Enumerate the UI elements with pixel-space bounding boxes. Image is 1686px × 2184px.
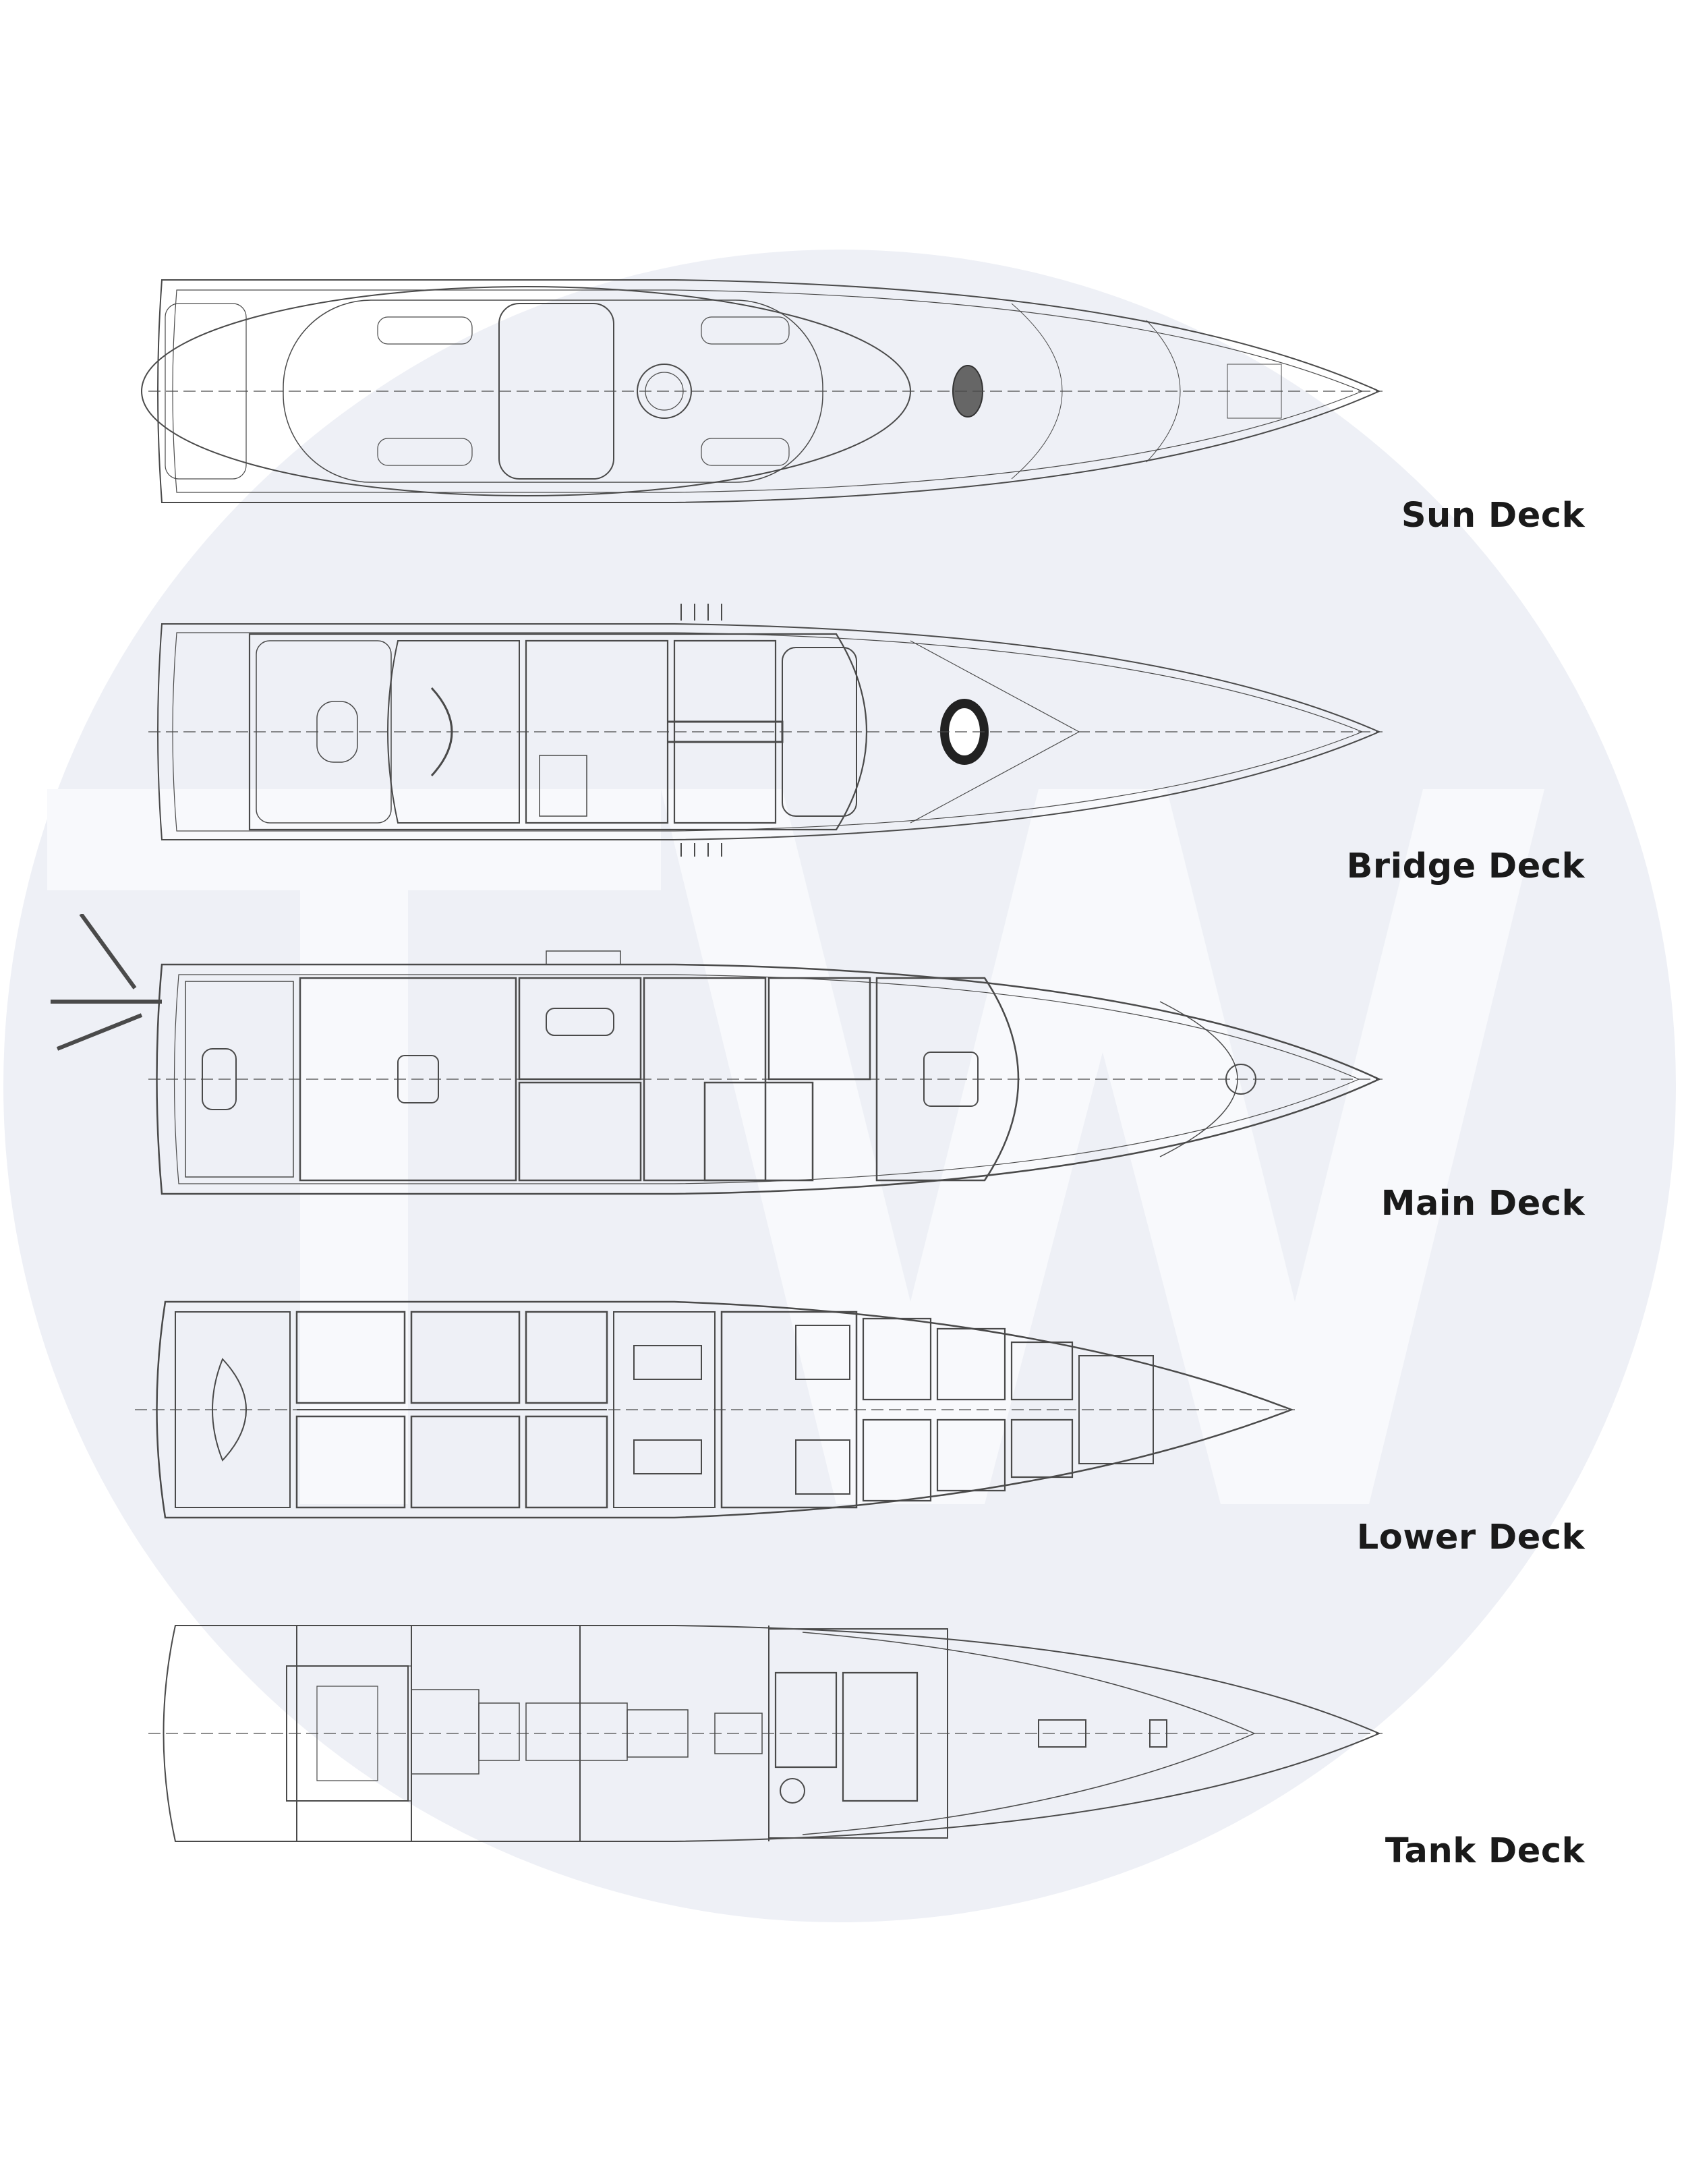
jacuzzi [637,364,691,418]
guest-cabin [411,1312,519,1403]
boarding-platform [546,951,620,965]
stair [540,755,587,816]
deck-sun: Sun Deck [0,263,1686,536]
deck-label-lower: Lower Deck [1356,1518,1585,1557]
crew-cabin [1012,1342,1072,1400]
gangway [81,914,135,988]
hull-outline [158,280,1379,502]
tank [297,1626,411,1666]
deck-lower: Lower Deck [0,1292,1686,1568]
tank [479,1703,519,1760]
tank [526,1703,627,1760]
seating [701,317,789,344]
crew-mess [796,1440,850,1494]
office [769,978,870,1079]
superstructure [250,634,867,830]
hull-outline [157,965,1380,1194]
guest-cabin [526,1416,607,1507]
deck-main: Main Deck [0,914,1686,1231]
tank [411,1690,479,1774]
crew-cabin [1012,1420,1072,1477]
dining-room [519,978,641,1079]
dining-table [546,1008,614,1035]
deck-plan-sun [0,263,1416,519]
machinery [843,1673,917,1801]
bow-detail-2 [1146,320,1180,462]
crew-mess [796,1325,850,1379]
hull-outline [157,1302,1292,1518]
crew-cabin [937,1329,1005,1400]
watermark-letter-w [661,789,1544,1504]
crew-cabin [863,1420,931,1501]
guest-cabin [297,1416,405,1507]
sky-lounge [388,641,519,823]
gangway [57,1015,142,1049]
foyer [519,1083,641,1180]
guest-cabin [411,1416,519,1507]
engine [634,1440,701,1474]
deck-label-bridge: Bridge Deck [1346,846,1585,886]
crew-cabin [863,1319,931,1400]
deck-plan-bridge [0,600,1416,857]
deck-bridge: Bridge Deck [0,600,1686,886]
owner-suite [877,978,1018,1180]
seating [701,438,789,465]
guest-cabin [526,1312,607,1403]
seating [378,317,472,344]
deck-plan-tank [0,1615,1416,1851]
captain-cabin [674,641,776,823]
deck-plan-main [0,914,1416,1197]
deck-label-main: Main Deck [1380,1184,1585,1224]
deck-tank: Tank Deck [0,1615,1686,1885]
tender [212,1359,246,1460]
hull-inner-outline [173,290,1362,492]
seating [378,438,472,465]
service-block [705,1083,813,1180]
machinery-fitting [780,1779,805,1803]
watermark-letter-t [47,789,661,1504]
bow-detail [1012,304,1062,479]
crew-cabin [937,1420,1005,1491]
hull-inner-outline [173,633,1362,831]
guest-cabin [297,1312,405,1403]
deck-label-tank: Tank Deck [1385,1831,1585,1871]
deck-plan-lower [0,1292,1416,1548]
engine [634,1346,701,1379]
deck-label-sun: Sun Deck [1401,496,1585,536]
hull-inner-outline [175,975,1360,1184]
machinery [776,1673,836,1767]
hull-outline [158,624,1379,840]
foredeck-hatch [1227,364,1281,418]
tank [297,1801,411,1841]
hull-outline [164,1626,1380,1841]
